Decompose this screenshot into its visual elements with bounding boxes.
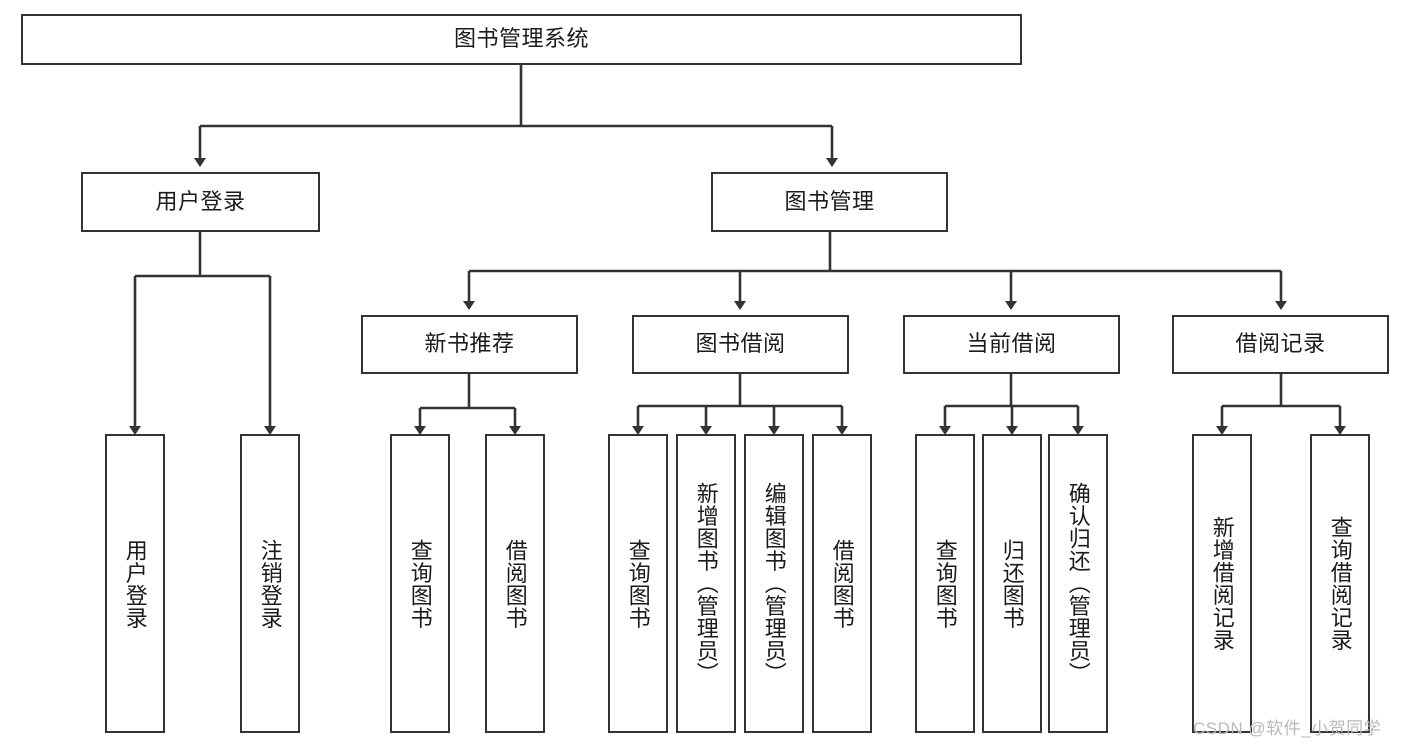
- node-leaf-borrow-book-2[interactable]: 借阅图书: [812, 434, 872, 733]
- node-root[interactable]: 图书管理系统: [21, 14, 1022, 65]
- node-leaf-logout-login-label: 注销登录: [257, 538, 283, 629]
- csdn-watermark: CSDN @软件_小贺同学: [1193, 719, 1382, 738]
- node-new-book-recommend-label: 新书推荐: [424, 331, 515, 357]
- node-leaf-borrow-book-2-label: 借阅图书: [829, 538, 855, 629]
- node-leaf-return-book[interactable]: 归还图书: [982, 434, 1042, 733]
- node-leaf-add-record[interactable]: 新增借阅记录: [1192, 434, 1252, 733]
- node-leaf-borrow-book-1-label: 借阅图书: [502, 538, 528, 629]
- node-leaf-user-login[interactable]: 用户登录: [105, 434, 165, 733]
- node-leaf-query-book-2[interactable]: 查询图书: [608, 434, 668, 733]
- node-leaf-edit-book[interactable]: 编辑图书（管理员）: [744, 434, 804, 733]
- node-leaf-borrow-book-1[interactable]: 借阅图书: [485, 434, 545, 733]
- node-leaf-add-book[interactable]: 新增图书（管理员）: [676, 434, 736, 733]
- node-book-borrow[interactable]: 图书借阅: [632, 315, 849, 374]
- node-leaf-add-book-label: 新增图书（管理员）: [693, 482, 719, 685]
- node-borrow-record-label: 借阅记录: [1235, 331, 1326, 357]
- node-leaf-confirm-return[interactable]: 确认归还（管理员）: [1048, 434, 1108, 733]
- node-root-label: 图书管理系统: [453, 26, 589, 52]
- node-leaf-confirm-return-label: 确认归还（管理员）: [1065, 482, 1091, 685]
- node-book-management[interactable]: 图书管理: [711, 172, 948, 232]
- node-leaf-query-record-label: 查询借阅记录: [1327, 516, 1353, 651]
- node-leaf-user-login-label: 用户登录: [122, 538, 148, 629]
- node-leaf-query-book-3-label: 查询图书: [932, 538, 958, 629]
- node-current-borrow-label: 当前借阅: [966, 331, 1057, 357]
- node-leaf-logout-login[interactable]: 注销登录: [240, 434, 300, 733]
- node-leaf-query-book-1[interactable]: 查询图书: [390, 434, 450, 733]
- node-user-login-label: 用户登录: [155, 188, 246, 214]
- node-leaf-edit-book-label: 编辑图书（管理员）: [761, 482, 787, 685]
- node-book-borrow-label: 图书借阅: [695, 331, 786, 357]
- node-leaf-add-record-label: 新增借阅记录: [1209, 516, 1235, 651]
- node-leaf-query-book-1-label: 查询图书: [407, 538, 433, 629]
- node-book-management-label: 图书管理: [784, 188, 875, 214]
- node-current-borrow[interactable]: 当前借阅: [903, 315, 1120, 374]
- node-leaf-query-book-3[interactable]: 查询图书: [915, 434, 975, 733]
- node-user-login[interactable]: 用户登录: [81, 172, 320, 232]
- node-borrow-record[interactable]: 借阅记录: [1172, 315, 1389, 374]
- node-leaf-query-record[interactable]: 查询借阅记录: [1310, 434, 1370, 733]
- node-leaf-query-book-2-label: 查询图书: [625, 538, 651, 629]
- node-leaf-return-book-label: 归还图书: [999, 538, 1025, 629]
- node-new-book-recommend[interactable]: 新书推荐: [361, 315, 578, 374]
